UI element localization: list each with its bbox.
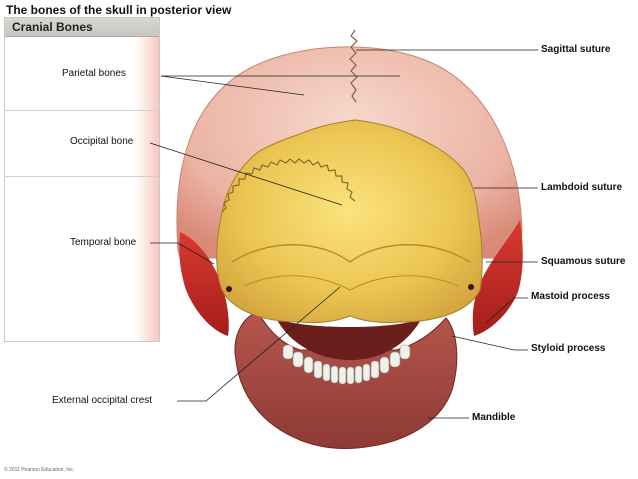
label-external-occipital-crest: External occipital crest bbox=[52, 395, 153, 406]
legend-divider bbox=[5, 110, 159, 111]
label-mandible: Mandible bbox=[472, 412, 516, 423]
mastoid-right bbox=[468, 284, 474, 290]
nuchal-line bbox=[231, 244, 471, 263]
legend-stripe bbox=[135, 37, 159, 341]
label-mastoid-process: Mastoid process bbox=[531, 291, 610, 302]
leader-occipital bbox=[149, 142, 343, 206]
label-squamous-suture: Squamous suture bbox=[541, 256, 626, 267]
leader-temporal bbox=[150, 242, 215, 265]
leader-mastoid bbox=[485, 297, 528, 324]
legend-panel: Cranial Bones bbox=[4, 17, 160, 342]
legend-heading: Cranial Bones bbox=[5, 18, 159, 37]
lambdoid-suture-line bbox=[221, 158, 356, 213]
sagittal-suture-line bbox=[349, 29, 358, 103]
leader-crest bbox=[177, 286, 341, 402]
label-styloid-process: Styloid process bbox=[531, 343, 606, 354]
label-parietal-bones: Parietal bones bbox=[62, 68, 126, 79]
label-sagittal-suture: Sagittal suture bbox=[541, 44, 611, 55]
mastoid-left bbox=[226, 286, 232, 292]
leader-parietal-b bbox=[160, 75, 305, 96]
temporal-bone-left bbox=[179, 232, 229, 336]
copyright-notice: © 2011 Pearson Education, Inc. bbox=[4, 467, 75, 473]
legend-divider bbox=[5, 176, 159, 177]
page-title: The bones of the skull in posterior view bbox=[6, 3, 232, 17]
leader-styloid bbox=[451, 335, 528, 351]
temporal-bone-right bbox=[472, 220, 523, 336]
nuchal-line-lower bbox=[243, 275, 459, 291]
label-temporal-bone: Temporal bone bbox=[70, 237, 137, 248]
teeth bbox=[282, 344, 411, 385]
occipital-bone bbox=[216, 119, 483, 323]
label-lambdoid-suture: Lambdoid suture bbox=[541, 182, 623, 193]
leader-lines bbox=[149, 49, 538, 419]
oral-cavity bbox=[276, 318, 422, 360]
label-occipital-bone: Occipital bone bbox=[70, 136, 134, 147]
